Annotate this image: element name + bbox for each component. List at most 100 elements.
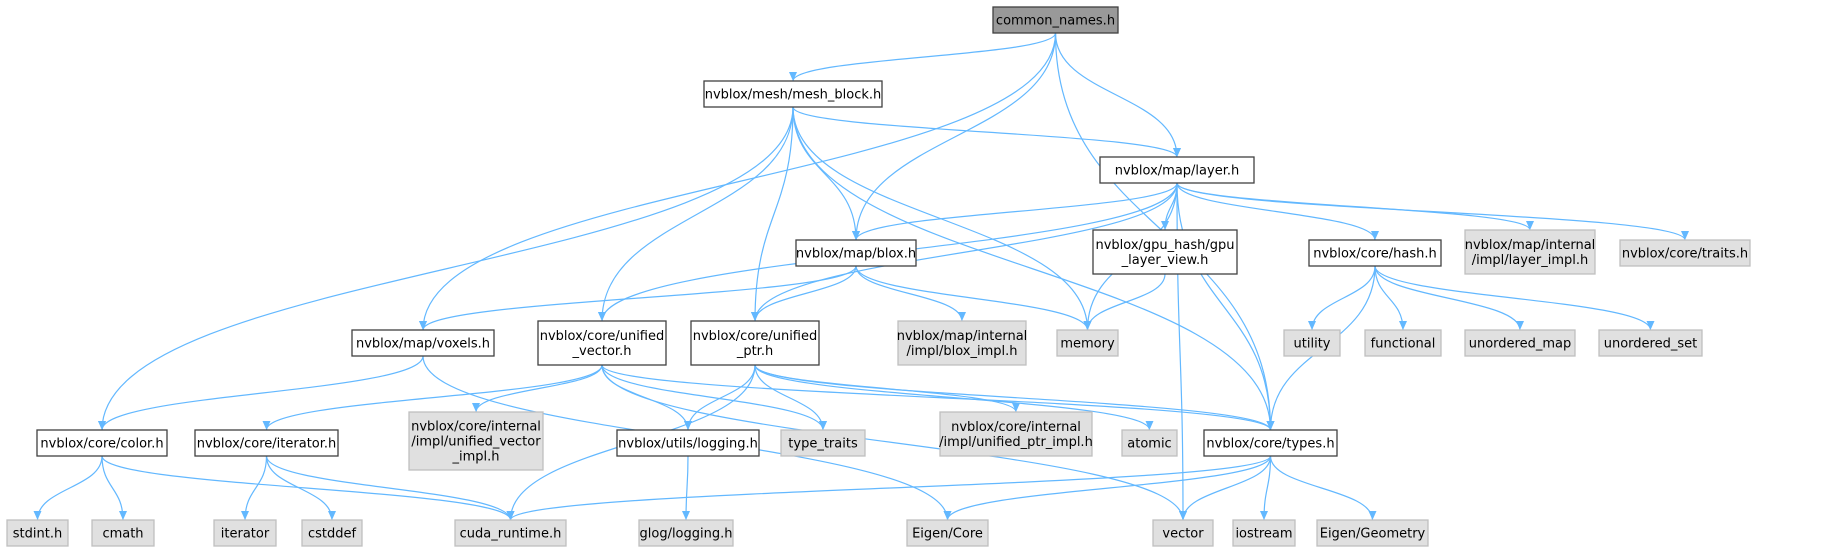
node-label: nvblox/core/traits.h	[1622, 247, 1748, 262]
node-functional[interactable]: functional	[1364, 329, 1442, 357]
node-label: nvblox/gpu_hash/gpu	[1095, 238, 1234, 253]
edge-types-to-cuda_runtime	[506, 455, 1272, 521]
node-iostream[interactable]: iostream	[1232, 519, 1296, 547]
node-label: nvblox/map/blox.h	[796, 247, 916, 262]
node-label: nvblox/core/internal	[411, 420, 541, 435]
node-common_names[interactable]: common_names.h	[992, 6, 1119, 34]
node-box	[1316, 519, 1429, 547]
node-box	[1121, 429, 1178, 457]
node-unordered_map[interactable]: unordered_map	[1464, 329, 1576, 357]
node-cuda_runtime[interactable]: cuda_runtime.h	[454, 519, 567, 547]
node-voxels[interactable]: nvblox/map/voxels.h	[351, 329, 495, 357]
node-box	[194, 429, 339, 457]
edge-mesh_block-to-blox	[792, 106, 860, 241]
edge-unified_vector-to-type_traits	[601, 364, 827, 431]
edge-unified_vector-to-iterator_h	[262, 364, 603, 431]
edge-layer-to-hash	[1176, 182, 1379, 241]
node-box	[1232, 519, 1296, 547]
node-unified_vector_impl[interactable]: nvblox/core/internal/impl/unified_vector…	[408, 411, 544, 471]
node-logging[interactable]: nvblox/utils/logging.h	[616, 429, 760, 457]
node-label: iostream	[1235, 527, 1292, 542]
node-box	[638, 519, 734, 547]
node-hash[interactable]: nvblox/core/hash.h	[1308, 239, 1442, 267]
node-vector[interactable]: vector	[1152, 519, 1214, 547]
node-cstddef[interactable]: cstddef	[301, 519, 363, 547]
node-label: nvblox/core/types.h	[1206, 437, 1334, 452]
node-layer[interactable]: nvblox/map/layer.h	[1099, 156, 1255, 184]
edge-hash-to-functional	[1374, 265, 1407, 331]
node-glog_logging[interactable]: glog/logging.h	[638, 519, 734, 547]
edge-hash-to-unordered_map	[1374, 265, 1524, 331]
edge-types-to-iostream	[1260, 455, 1272, 521]
node-box	[780, 429, 866, 457]
node-type_traits[interactable]: type_traits	[780, 429, 866, 457]
node-eigen_core[interactable]: Eigen/Core	[906, 519, 989, 547]
node-box	[906, 519, 989, 547]
node-label: _vector.h	[572, 344, 632, 359]
node-box	[690, 320, 820, 366]
edge-unified_vector-to-vector	[601, 364, 1187, 521]
node-label: nvblox/core/color.h	[40, 437, 163, 452]
node-label: nvblox/core/unified	[693, 329, 818, 344]
node-memory[interactable]: memory	[1056, 329, 1119, 357]
node-unified_vector[interactable]: nvblox/core/unified_vector.h	[537, 320, 667, 366]
edge-color-to-stdint	[33, 455, 103, 521]
node-label: stdint.h	[13, 527, 62, 542]
node-box	[1203, 429, 1338, 457]
node-utility[interactable]: utility	[1283, 329, 1341, 357]
node-label: nvblox/map/layer.h	[1115, 164, 1239, 179]
node-box	[408, 411, 544, 471]
node-box	[1092, 229, 1238, 275]
edge-logging-to-glog_logging	[682, 455, 691, 521]
edge-color-to-cuda_runtime	[101, 455, 515, 521]
edge-iterator_h-to-cstddef	[265, 455, 336, 521]
node-label: nvblox/core/internal	[951, 420, 1081, 435]
node-box	[795, 239, 917, 267]
node-box	[1364, 329, 1442, 357]
node-label: vector	[1162, 527, 1204, 542]
node-label: atomic	[1127, 437, 1171, 452]
node-label: nvblox/mesh/mesh_block.h	[705, 88, 882, 103]
node-box	[616, 429, 760, 457]
node-iterator_h[interactable]: nvblox/core/iterator.h	[194, 429, 339, 457]
node-label: cstddef	[308, 527, 357, 542]
edge-mesh_block-to-color	[98, 106, 794, 431]
node-gpu_layer_view[interactable]: nvblox/gpu_hash/gpu_layer_view.h	[1092, 229, 1238, 275]
node-label: /impl/unified_vector	[411, 435, 541, 450]
node-cmath[interactable]: cmath	[91, 519, 155, 547]
node-label: common_names.h	[996, 14, 1115, 29]
node-label: memory	[1060, 337, 1115, 352]
node-blox_impl[interactable]: nvblox/map/internal/impl/blox_impl.h	[897, 320, 1028, 366]
node-iterator[interactable]: iterator	[213, 519, 277, 547]
node-box	[351, 329, 495, 357]
edge-hash-to-utility	[1308, 265, 1376, 331]
node-eigen_geometry[interactable]: Eigen/Geometry	[1316, 519, 1429, 547]
node-unified_ptr_impl[interactable]: nvblox/core/internal/impl/unified_ptr_im…	[939, 411, 1093, 457]
node-box	[1308, 239, 1442, 267]
edge-blox-to-unified_ptr	[751, 265, 857, 322]
node-color[interactable]: nvblox/core/color.h	[36, 429, 168, 457]
node-box	[1056, 329, 1119, 357]
edge-unified_ptr-to-types	[754, 364, 1275, 431]
node-unified_ptr[interactable]: nvblox/core/unified_ptr.h	[690, 320, 820, 366]
edge-color-to-cmath	[101, 455, 127, 521]
node-mesh_block[interactable]: nvblox/mesh/mesh_block.h	[703, 80, 883, 108]
node-layer_impl[interactable]: nvblox/map/internal/impl/layer_impl.h	[1464, 229, 1596, 275]
node-blox[interactable]: nvblox/map/blox.h	[795, 239, 917, 267]
edge-hash-to-unordered_set	[1374, 265, 1655, 331]
node-types[interactable]: nvblox/core/types.h	[1203, 429, 1338, 457]
edge-layer	[33, 32, 1689, 521]
node-box	[1099, 156, 1255, 184]
node-atomic[interactable]: atomic	[1121, 429, 1178, 457]
node-label: iterator	[221, 527, 270, 542]
edge-unified_ptr-to-atomic	[754, 364, 1154, 431]
node-label: /impl/layer_impl.h	[1472, 253, 1589, 268]
edge-common_names-to-voxels	[419, 32, 1057, 331]
node-label: nvblox/utils/logging.h	[618, 437, 758, 452]
edge-layer-to-unified_ptr	[751, 182, 1178, 322]
node-traits[interactable]: nvblox/core/traits.h	[1619, 239, 1751, 267]
node-stdint[interactable]: stdint.h	[6, 519, 69, 547]
node-unordered_set[interactable]: unordered_set	[1598, 329, 1703, 357]
node-label: nvblox/core/hash.h	[1313, 247, 1437, 262]
